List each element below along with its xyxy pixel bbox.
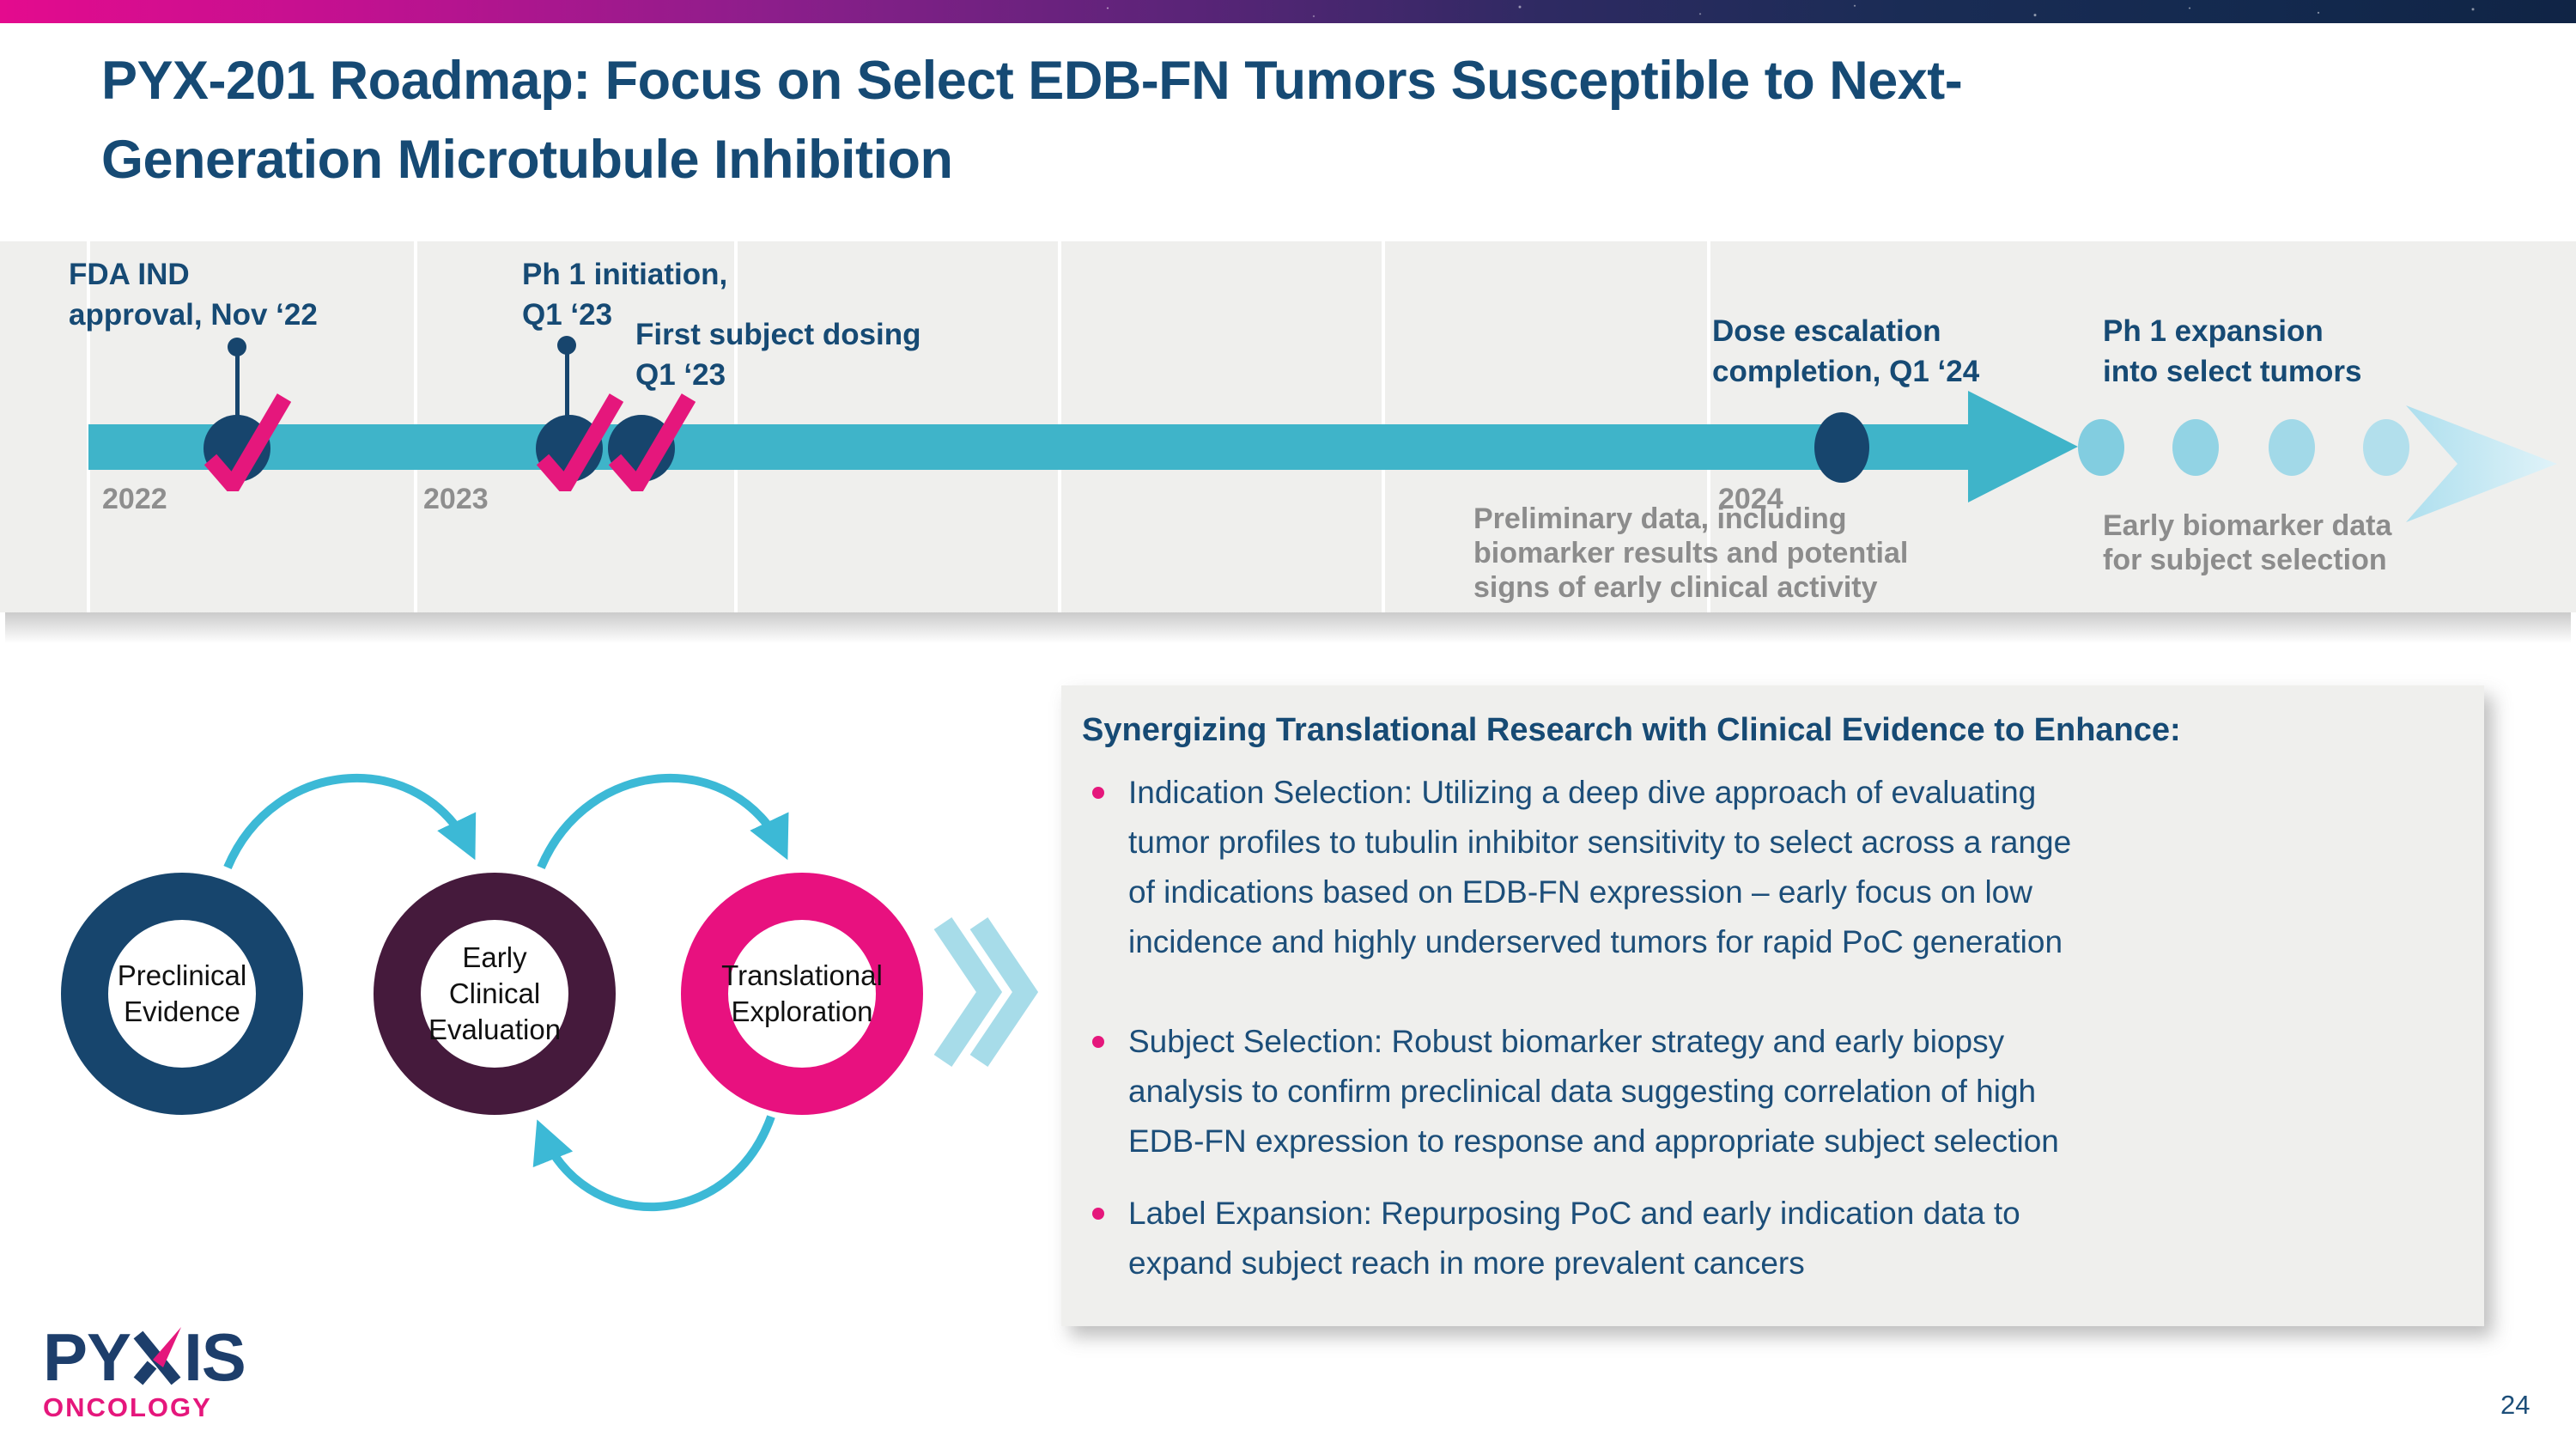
synergy-heading: Synergizing Translational Research with … bbox=[1082, 712, 2181, 748]
bullet-text: Label Expansion: Repurposing PoC and ear… bbox=[1128, 1196, 2020, 1281]
timeline-bar bbox=[88, 424, 1968, 470]
bullet-subject-selection: Subject Selection: Robust biomarker stra… bbox=[1082, 1017, 2458, 1166]
bullet-dot-icon bbox=[1092, 1036, 1104, 1048]
milestone-label-fda-ind: FDA IND approval, Nov ‘22 bbox=[69, 258, 318, 332]
milestone-stem-line bbox=[565, 345, 569, 421]
synergy-panel: Synergizing Translational Research with … bbox=[1061, 685, 2484, 1326]
bullet-indication-selection: Indication Selection: Utilizing a deep d… bbox=[1082, 768, 2458, 967]
milestone-label-ph1-expansion: Ph 1 expansion into select tumors bbox=[2103, 314, 2362, 388]
bullet-label-expansion: Label Expansion: Repurposing PoC and ear… bbox=[1082, 1189, 2458, 1288]
ring-label: Early Clinical Evaluation bbox=[428, 941, 562, 1045]
flow-arrow-icon bbox=[223, 774, 477, 869]
ring-preclinical-evidence: Preclinical Evidence bbox=[61, 873, 303, 1115]
compass-needle-icon bbox=[133, 1327, 182, 1385]
ring-label: Preclinical Evidence bbox=[117, 959, 247, 1027]
year-label-2022: 2022 bbox=[102, 483, 167, 515]
future-dot-icon bbox=[2363, 419, 2409, 476]
bullet-dot-icon bbox=[1092, 1208, 1104, 1220]
milestone-label-first-dosing: First subject dosing Q1 ‘23 bbox=[635, 318, 921, 392]
ring-translational-exploration: Translational Exploration bbox=[681, 873, 923, 1115]
logo-oncology-text: ONCOLOGY bbox=[43, 1392, 212, 1422]
year-label-2023: 2023 bbox=[423, 483, 489, 515]
checkmark-icon bbox=[204, 393, 291, 491]
chevron-right-icon bbox=[933, 917, 1003, 1067]
milestone-node-planned bbox=[1814, 412, 1869, 483]
process-flow-arrows bbox=[223, 774, 1039, 1211]
checkmark-icon bbox=[608, 393, 696, 491]
timeline-note-preliminary-data: Preliminary data, including biomarker re… bbox=[1473, 502, 1909, 604]
bullet-text: Indication Selection: Utilizing a deep d… bbox=[1128, 775, 2072, 959]
page-number: 24 bbox=[2500, 1390, 2530, 1420]
top-gradient-bar bbox=[0, 0, 2576, 23]
chevron-right-icon bbox=[969, 917, 1039, 1067]
title-line-1: PYX-201 Roadmap: Focus on Select EDB-FN … bbox=[101, 51, 1963, 111]
future-dot-icon bbox=[2078, 419, 2124, 476]
ring-label: Translational Exploration bbox=[721, 959, 883, 1027]
milestone-label-dose-escalation: Dose escalation completion, Q1 ‘24 bbox=[1712, 314, 1980, 388]
future-dot-icon bbox=[2172, 419, 2219, 476]
timeline-arrowhead-icon bbox=[1968, 391, 2078, 502]
pyxis-oncology-logo: PY IS ONCOLOGY bbox=[43, 1319, 246, 1423]
logo-wordmark: PY IS bbox=[43, 1319, 246, 1395]
bullet-text: Subject Selection: Robust biomarker stra… bbox=[1128, 1024, 2059, 1159]
checkmark-icon bbox=[536, 393, 623, 491]
milestone-stem-line bbox=[235, 347, 240, 419]
year-label-2024: 2024 bbox=[1718, 483, 1783, 515]
flow-arrow-back-icon bbox=[532, 1115, 775, 1211]
ring-early-clinical-evaluation: Early Clinical Evaluation bbox=[374, 873, 616, 1115]
timeline-note-early-biomarker: Early biomarker data for subject selecti… bbox=[2103, 509, 2392, 576]
page-title: PYX-201 Roadmap: Focus on Select EDB-FN … bbox=[101, 41, 2488, 199]
future-dot-icon bbox=[2269, 419, 2315, 476]
future-arrowhead-icon bbox=[2406, 405, 2557, 522]
milestone-label-ph1-initiation: Ph 1 initiation, Q1 ‘23 bbox=[522, 258, 728, 332]
bullet-dot-icon bbox=[1092, 787, 1104, 799]
logo-text-py: PY bbox=[43, 1319, 131, 1395]
logo-text-is: IS bbox=[184, 1319, 246, 1395]
title-line-2: Generation Microtubule Inhibition bbox=[101, 130, 953, 190]
flow-arrow-icon bbox=[537, 774, 789, 869]
